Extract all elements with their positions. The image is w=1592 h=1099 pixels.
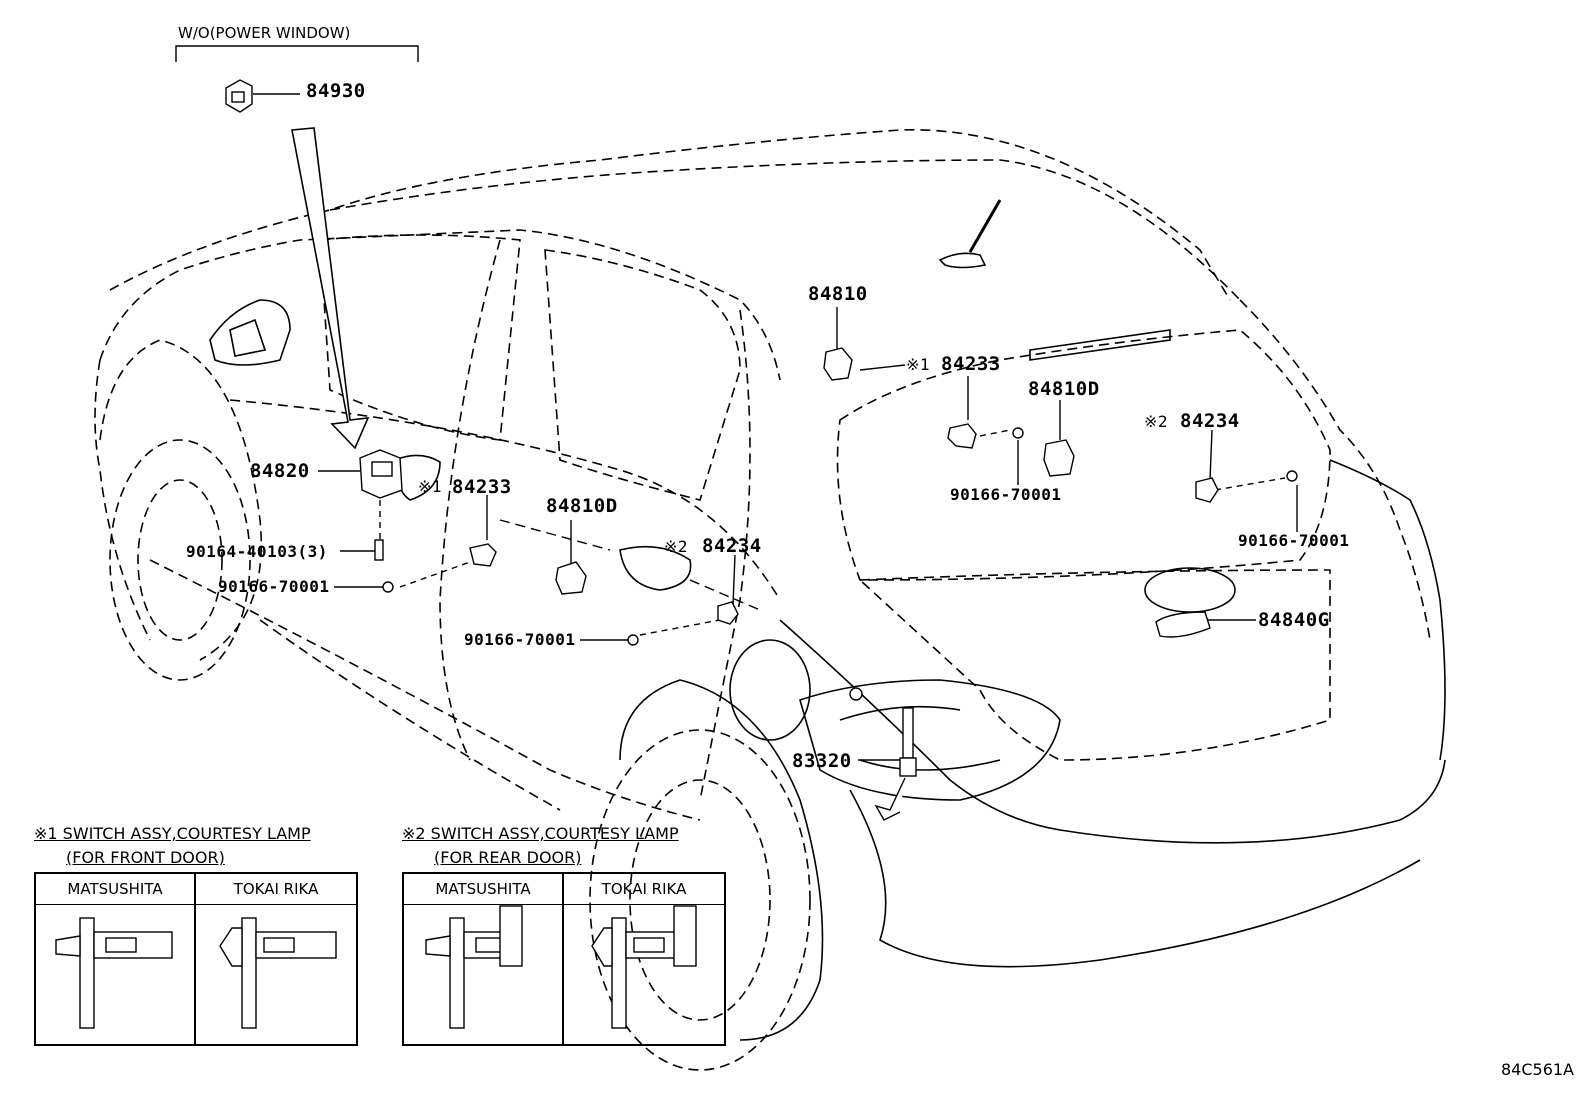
part-90164-40103-label[interactable]: 90164-40103(3) (186, 542, 328, 561)
part-84820-label[interactable]: 84820 (250, 460, 310, 482)
legend-rear-table: MATSUSHITA TOKAI RIKA (402, 872, 726, 1046)
legend-front-table: MATSUSHITA TOKAI RIKA (34, 872, 358, 1046)
part-84810d-rear-label[interactable]: 84810D (1028, 378, 1100, 400)
legend-front-col-tokai-rika: TOKAI RIKA (196, 874, 356, 905)
legend-rear-col-tokai-rika: TOKAI RIKA (564, 874, 724, 905)
part-84234-rear-label[interactable]: 84234 (1180, 410, 1240, 432)
legend-rear-heading: ※2 SWITCH ASSY,COURTESY LAMP (402, 824, 679, 843)
part-84930-label[interactable]: 84930 (306, 80, 366, 102)
part-90166-70001-door-label[interactable]: 90166-70001 (464, 630, 576, 649)
part-90166-70001-rear-a-label[interactable]: 90166-70001 (950, 485, 1062, 504)
legend-front-subheading: (FOR FRONT DOOR) (66, 848, 225, 867)
part-84234-door-mark: ※2 (664, 537, 689, 556)
legend-rear-divider (562, 874, 564, 1044)
legend-front-col-matsushita: MATSUSHITA (36, 874, 194, 905)
part-84233-front-label[interactable]: 84233 (452, 476, 512, 498)
part-84234-door-label[interactable]: 84234 (702, 535, 762, 557)
part-90166-70001-rear-b-label[interactable]: 90166-70001 (1238, 531, 1350, 550)
part-84233-rear-mark: ※1 (906, 355, 931, 374)
part-84234-rear-mark: ※2 (1144, 412, 1169, 431)
part-84233-rear-label[interactable]: 84233 (941, 353, 1001, 375)
part-84810-label[interactable]: 84810 (808, 283, 868, 305)
part-83320-label[interactable]: 83320 (792, 750, 852, 772)
pointer-arrow (291, 127, 370, 450)
part-90166-70001-front-label[interactable]: 90166-70001 (218, 577, 330, 596)
legend-front-heading: ※1 SWITCH ASSY,COURTESY LAMP (34, 824, 311, 843)
figure-code: 84C561A (1500, 1060, 1574, 1079)
part-84233-front-mark: ※1 (418, 477, 443, 496)
legend-front-divider (194, 874, 196, 1044)
part-84810d-door-label[interactable]: 84810D (546, 495, 618, 517)
legend-rear-col-matsushita: MATSUSHITA (404, 874, 562, 905)
legend-rear-subheading: (FOR REAR DOOR) (434, 848, 582, 867)
part-84840g-label[interactable]: 84840G (1258, 609, 1330, 631)
variant-note: W/O(POWER WINDOW) (178, 24, 351, 42)
